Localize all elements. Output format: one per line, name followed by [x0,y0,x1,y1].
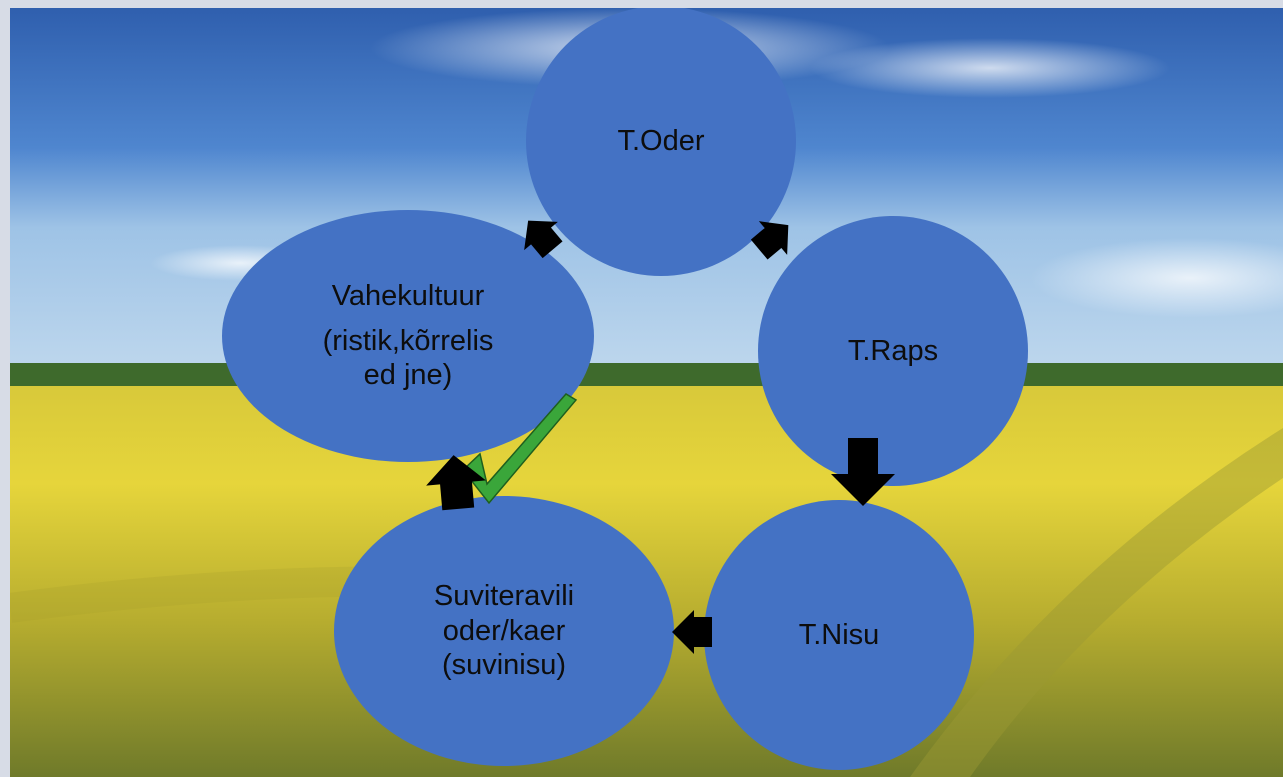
node-t-oder-label: T.Oder [617,124,705,157]
background-field-image [10,8,1283,777]
node-suviteravili-line1: Suviteravili [433,579,575,612]
node-suviteravili-line3: (suvinisu) [441,649,567,682]
node-suviteravili-line2: oder/kaer [442,614,566,647]
arrow-icon-nisu-to-suviteravili [672,610,712,654]
node-suviteravili: Suviteravili oder/kaer (suvinisu) [334,496,674,766]
node-vahekultuur: Vahekultuur (ristik,kõrrelis ed jne) [222,210,594,462]
arrow-icon-raps-to-nisu [831,438,895,506]
checkmark-icon [461,393,578,505]
node-vahekultuur-line2: (ristik,kõrrelis [322,324,494,357]
node-t-nisu-label: T.Nisu [798,618,880,651]
node-vahekultuur-line3: ed jne) [363,359,453,392]
node-t-raps: T.Raps [758,216,1028,486]
node-t-nisu: T.Nisu [704,500,974,770]
node-vahekultuur-line1: Vahekultuur [331,279,485,312]
node-t-oder: T.Oder [526,8,796,276]
slide-canvas: T.Oder T.Raps T.Nisu Suviteravili oder/k… [10,8,1283,777]
arrow-icon-oder-to-raps [750,221,789,260]
node-t-raps-label: T.Raps [847,334,939,367]
arrow-icon-suviteravili-to-vahekultuur [426,455,486,511]
arrow-icon-vahekultuur-to-oder [524,220,563,259]
